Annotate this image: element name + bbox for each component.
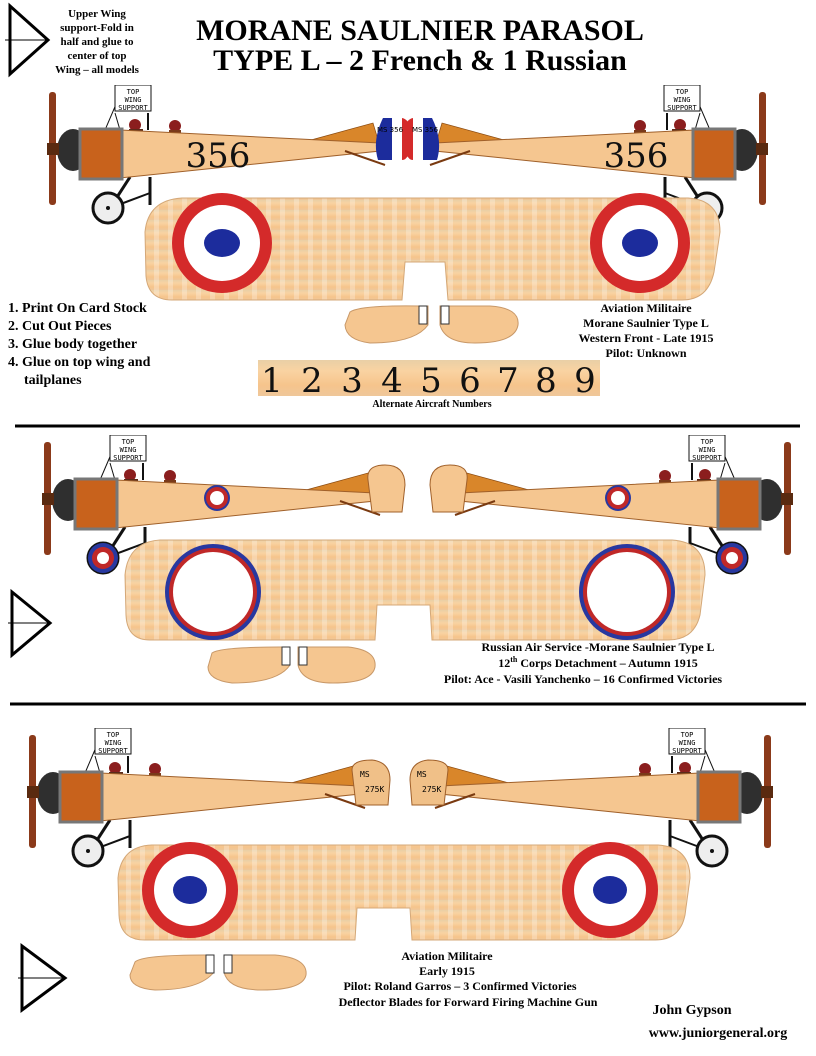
fold-note-line: support-Fold in (60, 22, 134, 34)
sign-text: WING (674, 96, 691, 104)
page-title: MORANE SAULNIER PARASOL (196, 14, 644, 47)
roundel-icon (579, 544, 675, 640)
sign-text: SUPPORT (692, 454, 722, 462)
sign-right: TOP WING SUPPORT (667, 88, 697, 112)
sign-text: TOP (676, 88, 689, 96)
instruction-step: 3. Glue body together (8, 337, 137, 352)
alt-digit: 8 (535, 361, 557, 401)
rudder-text-left: MS 356 (377, 126, 404, 134)
caption-line: Aviation Militaire (401, 949, 493, 963)
french-356-section: TOP WING SUPPORT TOP WING SUPPORT 356 35… (8, 85, 768, 410)
sign-text: SUPPORT (672, 747, 702, 755)
russian-section: TOP WING SUPPORT TOP WING SUPPORT (8, 435, 793, 686)
caption-line: Western Front - Late 1915 (578, 331, 713, 345)
caption-line: Pilot: Unknown (605, 346, 686, 360)
alt-digit: 9 (574, 361, 596, 401)
instructions: 1. Print On Card Stock 2. Cut Out Pieces… (8, 301, 151, 388)
page-subtitle: TYPE L – 2 French & 1 Russian (213, 44, 627, 77)
plane-right (409, 728, 773, 866)
website-link[interactable]: www.juniorgeneral.org (649, 1026, 787, 1041)
sign-text: TOP (701, 438, 714, 446)
rudder-text: 275K (365, 785, 384, 794)
roundel-icon (172, 193, 272, 293)
top-wing (117, 842, 691, 941)
instruction-step: 4. Glue on top wing and (8, 355, 151, 370)
fold-triangle-icon (18, 943, 68, 1013)
alt-digit: 3 (341, 361, 363, 401)
sign-text: TOP (681, 731, 694, 739)
instruction-step: 2. Cut Out Pieces (8, 319, 112, 334)
sign-text: WING (105, 739, 122, 747)
rudder-text: MS (417, 770, 427, 779)
rudder-text: MS (360, 770, 370, 779)
fuselage-number-left: 356 (186, 136, 251, 176)
caption-line: Pilot: Ace - Vasili Yanchenko – 16 Confi… (444, 672, 723, 686)
plane-left (42, 435, 406, 573)
fold-triangle-icon (8, 588, 53, 659)
fold-note-line: Wing – all models (55, 64, 140, 76)
french-garros-section: MS 275K MS 275K TOP WING SUPPORT TOP WIN… (18, 728, 787, 1041)
top-wing (144, 193, 721, 301)
rudder-text: 275K (422, 785, 441, 794)
caption-line: Morane Saulnier Type L (583, 316, 709, 330)
alternate-numbers-strip: 1 2 3 4 5 6 7 8 9 Alternate Aircraft Num… (258, 360, 600, 410)
sign-text: WING (125, 96, 142, 104)
caption-line: Deflector Blades for Forward Firing Mach… (339, 995, 598, 1009)
fold-note: Upper Wing support-Fold in half and glue… (55, 8, 140, 76)
plane-right (429, 435, 793, 573)
caption-french-1: Aviation Militaire Morane Saulnier Type … (578, 301, 713, 360)
fold-note-line: Upper Wing (68, 8, 126, 20)
alt-digit: 6 (459, 361, 481, 401)
caption-line: Pilot: Roland Garros – 3 Confirmed Victo… (343, 979, 576, 993)
sign-text: WING (679, 739, 696, 747)
roundel-icon (590, 193, 690, 293)
sign-text: TOP (107, 731, 120, 739)
fold-note-line: half and glue to (60, 36, 134, 48)
alt-digit: 4 (381, 361, 403, 401)
alt-digit: 5 (420, 361, 442, 401)
plane-left (27, 728, 391, 866)
sign-text: TOP (122, 438, 135, 446)
plane-right (403, 85, 768, 223)
caption-line: Early 1915 (419, 964, 475, 978)
alt-digit: 2 (301, 361, 323, 401)
roundel-icon (165, 544, 261, 640)
roundel-icon (562, 842, 658, 938)
fuselage-number-right: 356 (604, 136, 669, 176)
sign-text: SUPPORT (98, 747, 128, 755)
rudder-text-right: MS 275K (417, 770, 441, 794)
author-credit: John Gypson (653, 1003, 732, 1018)
top-wing (124, 539, 706, 641)
alt-digit: 7 (497, 361, 519, 401)
fold-triangle-icon (5, 2, 51, 78)
tailplanes (344, 305, 519, 344)
instruction-step: 1. Print On Card Stock (8, 301, 147, 316)
rudder-text-right: MS 356 (412, 126, 439, 134)
tailplanes (207, 646, 376, 684)
sign-text: SUPPORT (667, 104, 697, 112)
caption-french-2: Aviation Militaire Early 1915 Pilot: Rol… (339, 949, 598, 1009)
sign-text: SUPPORT (113, 454, 143, 462)
sign-right: TOP WING SUPPORT (672, 731, 702, 755)
instruction-step: tailplanes (24, 373, 82, 388)
sign-text: SUPPORT (118, 104, 148, 112)
sign-text: TOP (127, 88, 140, 96)
sign-left: TOP WING SUPPORT (118, 88, 148, 112)
caption-line: Aviation Militaire (600, 301, 692, 315)
fold-note-line: center of top (67, 50, 126, 62)
caption-russian: Russian Air Service -Morane Saulnier Typ… (444, 640, 723, 686)
sign-text: WING (699, 446, 716, 454)
sign-left: TOP WING SUPPORT (113, 438, 143, 462)
sign-right: TOP WING SUPPORT (692, 438, 722, 462)
alt-digit: 1 (261, 361, 283, 401)
sign-text: WING (120, 446, 137, 454)
roundel-icon (142, 842, 238, 938)
caption-line: 12th Corps Detachment – Autumn 1915 (498, 655, 697, 670)
alt-numbers-label: Alternate Aircraft Numbers (372, 399, 491, 410)
sign-left: TOP WING SUPPORT (98, 731, 128, 755)
rudder-text-left: MS 275K (360, 770, 384, 794)
caption-line: Russian Air Service -Morane Saulnier Typ… (481, 640, 714, 654)
tailplanes (129, 954, 307, 991)
